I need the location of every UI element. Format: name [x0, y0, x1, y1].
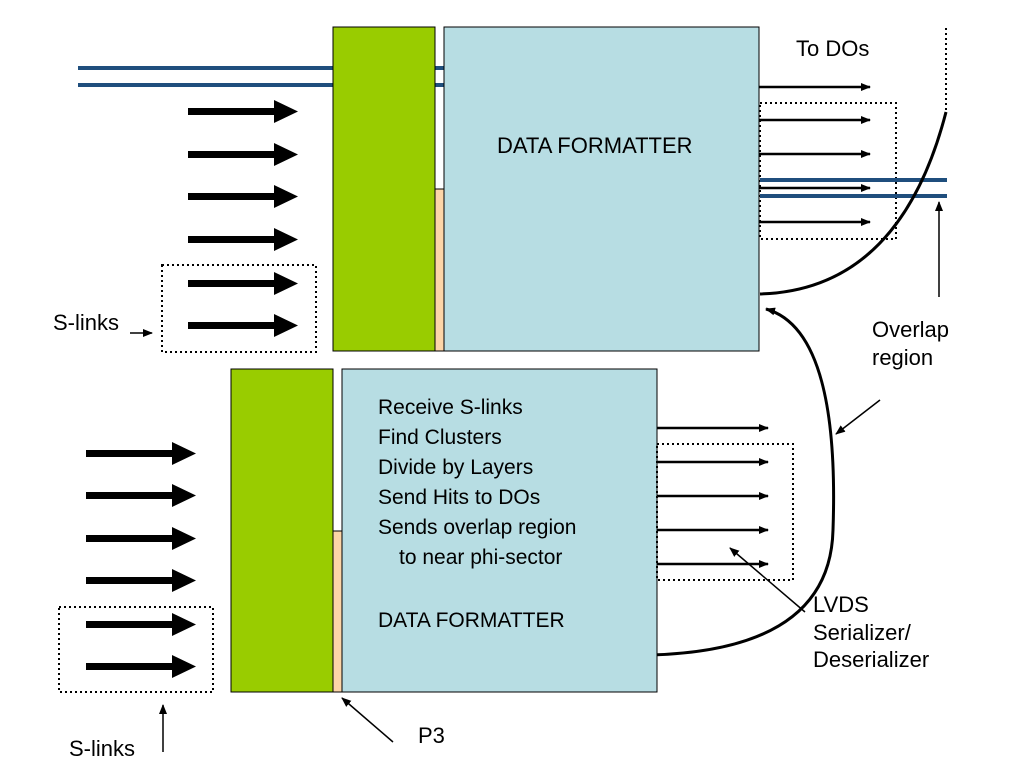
function-item: Send Hits to DOs — [378, 486, 541, 509]
function-item: Divide by Layers — [378, 456, 534, 479]
slink-arrow — [188, 185, 298, 208]
slink-arrow — [188, 272, 298, 295]
top-slink-arrows — [188, 100, 298, 337]
top-connector-block — [332, 26, 436, 352]
top-slinks-dotted-group — [161, 264, 317, 353]
p3-pointer — [341, 697, 394, 743]
overlap-label-line: region — [872, 344, 934, 370]
lvds-label-line: Deserializer — [813, 647, 930, 672]
to-dos-label: To DOs — [796, 36, 870, 61]
bottom-slinks-dotted-group — [58, 606, 214, 693]
bottom-output-arrows — [657, 424, 769, 568]
function-item: Receive S-links — [378, 396, 523, 419]
lvds-label-line: Serializer/ — [813, 619, 911, 645]
bottom-output-dotted-group — [656, 443, 794, 581]
overlap-boundary-curve — [759, 111, 948, 296]
bottom-data-formatter-title: DATA FORMATTER — [378, 609, 565, 632]
overlap-label-line: Overlap — [872, 317, 950, 342]
lvds-label-line: LVDS — [813, 592, 869, 617]
function-item: Sends overlap region — [378, 516, 577, 539]
lvds-label: LVDS Serializer/ Deserializer — [813, 591, 929, 674]
bottom-data-formatter-board — [341, 368, 658, 693]
bottom-functions-list: Receive S-links Find Clusters Divide by … — [378, 393, 576, 573]
p3-label: P3 — [418, 723, 445, 748]
slink-arrow — [86, 613, 196, 636]
slink-arrow — [188, 100, 298, 123]
lvds-pointer — [729, 547, 806, 613]
slink-arrow — [86, 655, 196, 678]
slink-arrow — [86, 442, 196, 465]
bottom-connector-block — [230, 368, 334, 693]
bottom-slinks-label: S-links — [69, 736, 136, 761]
bottom-slink-arrows — [86, 442, 196, 678]
serializer-pointer-line — [835, 399, 881, 435]
slink-arrow — [188, 143, 298, 166]
top-output-arrows — [759, 83, 871, 226]
top-data-formatter-title: DATA FORMATTER — [497, 133, 693, 158]
function-item: to near phi-sector — [399, 546, 563, 569]
slink-arrow — [86, 527, 196, 550]
top-data-formatter-board — [443, 26, 760, 352]
overlap-region-label: Overlap region — [872, 316, 949, 371]
slink-arrow — [86, 484, 196, 507]
serializer-connection-curve — [650, 307, 836, 657]
slink-arrow — [86, 569, 196, 592]
top-slinks-label: S-links — [53, 310, 120, 335]
top-output-dotted-group — [759, 102, 897, 240]
function-item: Find Clusters — [378, 426, 502, 449]
slink-arrow — [188, 314, 298, 337]
slink-arrow — [188, 228, 298, 251]
